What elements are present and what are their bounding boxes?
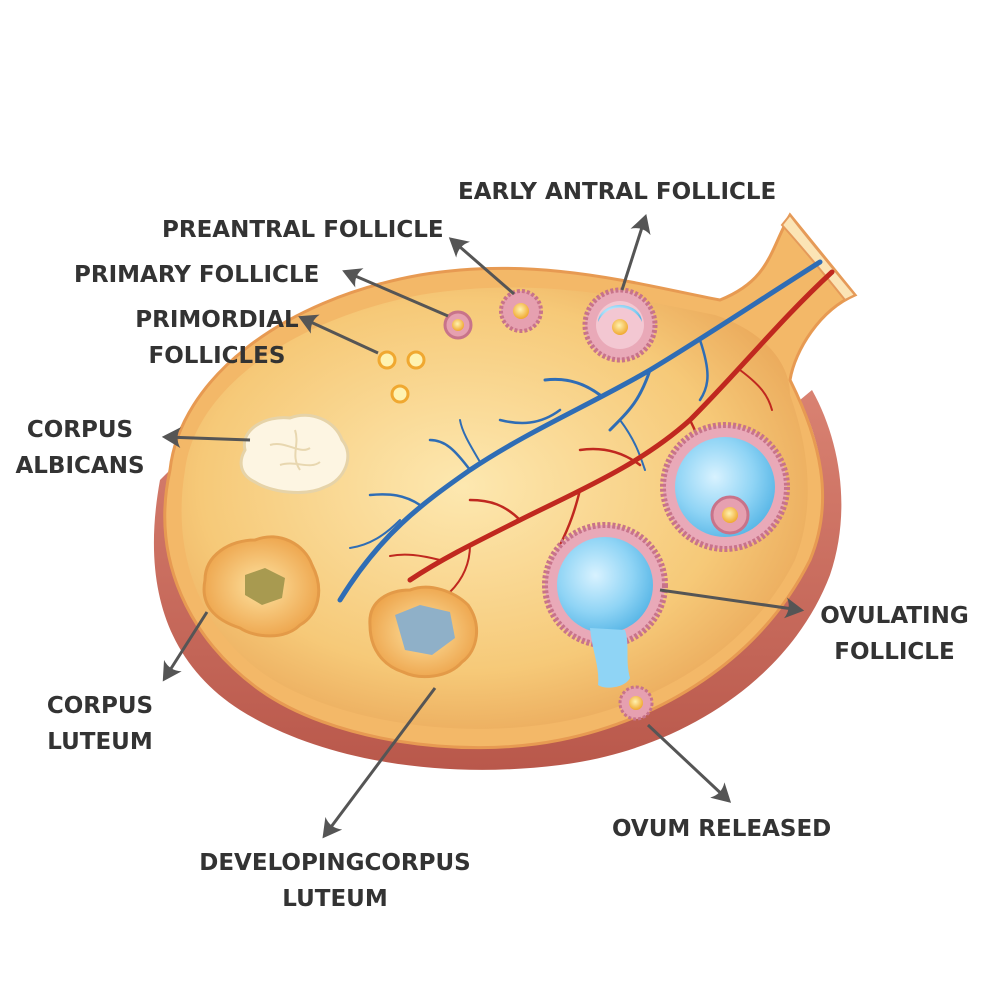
label-primordial-follicles: PRIMORDIAL FOLLICLES xyxy=(132,302,302,374)
arrow-preantral xyxy=(448,237,515,296)
label-ovulating-follicle: OVULATING FOLLICLE xyxy=(812,598,977,670)
developing-corpus-luteum xyxy=(368,585,479,679)
primary-follicle xyxy=(443,310,473,340)
corpus-albicans xyxy=(239,413,350,494)
label-developing-corpus-luteum: DEVELOPINGCORPUS LUTEUM xyxy=(190,845,480,917)
label-corpus-luteum: CORPUS LUTEUM xyxy=(30,688,170,760)
label-luteum-line1: CORPUS xyxy=(46,693,154,719)
arrow-albicans xyxy=(161,427,251,449)
arrow-primordial xyxy=(298,314,379,355)
primordial-follicles xyxy=(377,350,426,404)
label-ovulating-line2: FOLLICLE xyxy=(834,639,955,665)
label-ovulating-line1: OVULATING xyxy=(820,603,969,629)
label-primary-text: PRIMARY FOLLICLE xyxy=(74,262,320,288)
label-preantral-text: PREANTRAL FOLLICLE xyxy=(162,217,444,243)
preantral-follicle xyxy=(499,289,543,333)
label-luteum-line2: LUTEUM xyxy=(47,729,153,755)
arrow-corpus-luteum xyxy=(162,611,209,682)
label-albicans-line2: ALBICANS xyxy=(15,453,145,479)
label-early-antral-follicle: EARLY ANTRAL FOLLICLE xyxy=(458,174,776,210)
arrow-primary xyxy=(342,268,449,318)
released-ovum xyxy=(618,685,654,721)
label-primordial-line1: PRIMORDIAL xyxy=(135,307,299,333)
tube-cut-face xyxy=(780,213,857,302)
arrow-ovum xyxy=(646,723,732,803)
ovulating-follicle xyxy=(542,522,668,688)
label-developing-line2: LUTEUM xyxy=(282,886,388,912)
label-corpus-albicans: CORPUS ALBICANS xyxy=(10,412,150,484)
label-preantral-follicle: PREANTRAL FOLLICLE xyxy=(162,212,444,248)
arrow-early-antral xyxy=(620,213,651,291)
arrow-developing xyxy=(322,687,437,839)
corpus-luteum xyxy=(202,535,321,638)
arrow-ovulating xyxy=(659,588,805,619)
label-albicans-line1: CORPUS xyxy=(26,417,134,443)
early-antral-follicle xyxy=(582,287,658,363)
label-primordial-line2: FOLLICLES xyxy=(148,343,286,369)
label-early-antral-text: EARLY ANTRAL FOLLICLE xyxy=(458,179,777,205)
mature-follicle xyxy=(660,422,790,552)
label-primary-follicle: PRIMARY FOLLICLE xyxy=(74,257,319,293)
label-ovum-released: OVUM RELEASED xyxy=(612,811,831,847)
label-developing-line1: DEVELOPINGCORPUS xyxy=(199,850,471,876)
label-ovum-text: OVUM RELEASED xyxy=(612,816,832,842)
pointer-arrows xyxy=(161,213,805,839)
vein xyxy=(337,259,823,603)
